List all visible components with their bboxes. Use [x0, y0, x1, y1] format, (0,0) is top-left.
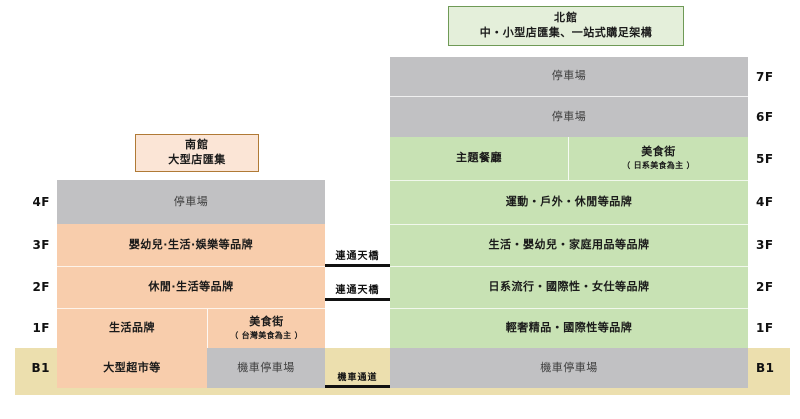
floor-label-left-3F: 3F	[10, 224, 50, 266]
south-floor-B1: 大型超市等 機車停車場	[57, 348, 325, 388]
north-floor-6F: 停車場	[390, 96, 748, 137]
floor-label-left-B1: B1	[10, 348, 50, 388]
north-3F-cell-0: 生活・嬰幼兒・家庭用品等品牌	[488, 238, 650, 252]
south-B1-cell-0: 大型超市等	[57, 348, 207, 388]
south-floor-3F: 嬰幼兒·生活·娛樂等品牌	[57, 224, 325, 266]
bridge-upper-bar	[325, 264, 390, 267]
south-callout-line2: 大型店匯集	[168, 153, 226, 166]
south-2F-cell-0: 休閒·生活等品牌	[148, 280, 234, 294]
floor-label-left-1F-text: 1F	[32, 321, 50, 335]
north-7F-cell-0: 停車場	[551, 69, 587, 83]
floor-label-right-3F-text: 3F	[756, 238, 774, 252]
connector-bridge-upper: 連通天橋	[325, 234, 390, 264]
floor-label-right-1F-text: 1F	[756, 321, 774, 335]
south-4F-cell-0: 停車場	[173, 194, 209, 208]
floor-label-left-4F-text: 4F	[32, 195, 50, 209]
motorcycle-passage-bar	[325, 385, 390, 388]
floor-label-right-5F: 5F	[756, 137, 796, 180]
south-1F-cell-0: 生活品牌	[109, 321, 155, 335]
bridge-upper-label: 連通天橋	[335, 251, 380, 262]
bridge-lower-bar	[325, 298, 390, 301]
connector-motorcycle-passage: 機車通道	[325, 348, 390, 385]
floor-label-right-5F-text: 5F	[756, 151, 774, 166]
floor-label-left-2F: 2F	[10, 266, 50, 308]
floor-label-left-2F-text: 2F	[32, 280, 50, 294]
north-floor-2F: 日系流行・國際性・女仕等品牌	[390, 266, 748, 308]
north-4F-cell-0: 運動・戶外・休閒等品牌	[505, 195, 633, 209]
south-1F-cell-1: 美食街 （ 台灣美食為主 ）	[207, 309, 325, 348]
floor-label-left-4F: 4F	[10, 180, 50, 224]
floor-label-right-3F: 3F	[756, 224, 796, 266]
connector-gap	[325, 301, 390, 348]
south-building-callout: 南館 大型店匯集	[135, 134, 259, 172]
floor-label-right-6F: 6F	[756, 96, 796, 137]
motorcycle-passage-label: 機車通道	[337, 373, 378, 383]
floor-label-right-2F-text: 2F	[756, 280, 774, 294]
floor-label-right-1F: 1F	[756, 308, 796, 348]
bridge-lower-label: 連通天橋	[335, 285, 380, 296]
north-floor-7F: 停車場	[390, 57, 748, 96]
north-callout-line2: 中・小型店匯集、一站式購足架構	[479, 26, 653, 39]
south-B1-cell-1: 機車停車場	[207, 348, 325, 388]
floor-label-right-4F: 4F	[756, 180, 796, 224]
floor-label-right-2F: 2F	[756, 266, 796, 308]
south-floor-2F: 休閒·生活等品牌	[57, 266, 325, 308]
south-floor-1F: 生活品牌 美食街 （ 台灣美食為主 ）	[57, 308, 325, 348]
north-B1-cell-0: 機車停車場	[540, 360, 598, 374]
floor-label-left-3F-text: 3F	[32, 238, 50, 252]
north-building-callout: 北館 中・小型店匯集、一站式購足架構	[448, 6, 684, 46]
north-6F-cell-0: 停車場	[551, 109, 587, 123]
north-floor-5F: 主題餐廳 美食街 （ 日系美食為主 ）	[390, 137, 748, 180]
floor-label-left-1F: 1F	[10, 308, 50, 348]
floor-label-right-B1: B1	[756, 348, 796, 388]
north-callout-line1: 北館	[554, 11, 578, 25]
floor-label-right-6F-text: 6F	[756, 109, 774, 124]
north-2F-cell-0: 日系流行・國際性・女仕等品牌	[488, 280, 650, 294]
floor-label-right-7F: 7F	[756, 57, 796, 96]
floor-label-right-4F-text: 4F	[756, 195, 774, 209]
north-floor-1F: 輕奢精品・國際性等品牌	[390, 308, 748, 348]
north-floor-4F: 運動・戶外・休閒等品牌	[390, 180, 748, 224]
north-1F-cell-0: 輕奢精品・國際性等品牌	[505, 321, 633, 335]
south-floor-4F: 停車場	[57, 180, 325, 224]
south-3F-cell-0: 嬰幼兒·生活·娛樂等品牌	[128, 237, 254, 251]
connector-bridge-lower: 連通天橋	[325, 268, 390, 298]
floor-label-right-B1-text: B1	[756, 361, 775, 375]
floor-label-left-B1-text: B1	[31, 361, 50, 375]
floor-label-right-7F-text: 7F	[756, 69, 774, 84]
south-callout-line1: 南館	[185, 138, 209, 152]
north-5F-cell-1: 美食街 （ 日系美食為主 ）	[568, 137, 748, 180]
north-5F-cell-0: 主題餐廳	[456, 151, 502, 165]
north-floor-B1: 機車停車場	[390, 348, 748, 388]
north-floor-3F: 生活・嬰幼兒・家庭用品等品牌	[390, 224, 748, 266]
